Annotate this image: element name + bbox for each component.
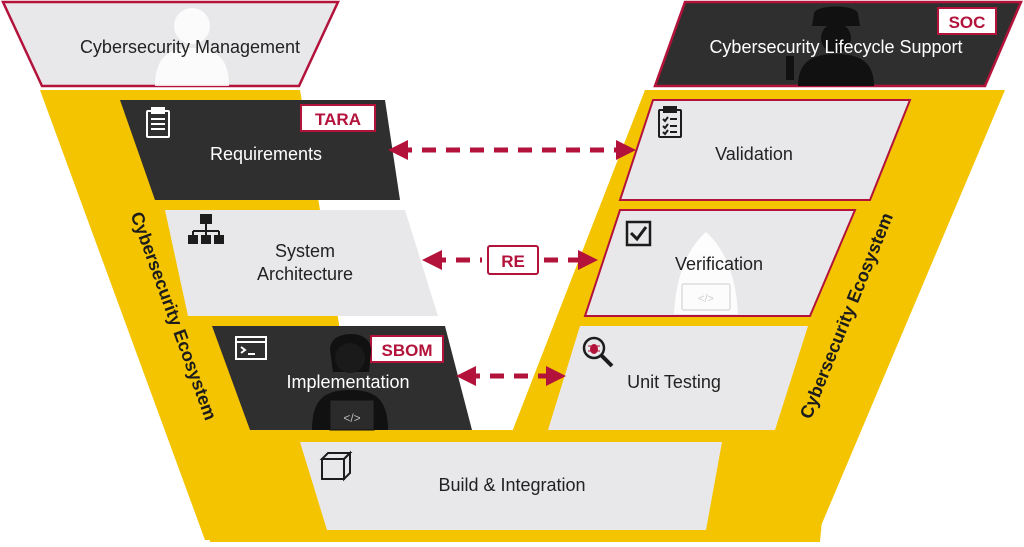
worker-silhouette-icon (786, 6, 874, 86)
cube-icon (319, 450, 353, 482)
unit-testing-label: Unit Testing (627, 372, 721, 392)
management-box (1, 0, 340, 88)
lifecycle-label: Cybersecurity Lifecycle Support (709, 37, 962, 57)
requirements-label: Requirements (210, 144, 322, 164)
terminal-icon (235, 336, 267, 360)
checklist-icon (658, 106, 682, 138)
verification-label: Verification (675, 254, 763, 274)
sbom-badge-bg (370, 335, 444, 363)
architecture-box (165, 210, 438, 316)
svg-text:</>: </> (343, 411, 360, 425)
architecture-label-line2: Architecture (257, 264, 353, 284)
validation-box (618, 99, 912, 201)
validation-label: Validation (715, 144, 793, 164)
checkbox-icon (625, 220, 652, 247)
management-label: Cybersecurity Management (80, 37, 300, 57)
manager-silhouette-icon (155, 8, 229, 86)
developer-silhouette-icon: </> (312, 334, 388, 431)
tara-badge-bg (300, 104, 376, 132)
tara-badge: TARA (315, 110, 361, 129)
code-rocket-silhouette-icon: </> (674, 232, 738, 314)
architecture-label-line1: System (275, 241, 335, 261)
soc-badge: SOC (949, 13, 986, 32)
sbom-badge: SBOM (382, 341, 433, 360)
svg-text:</>: </> (698, 293, 714, 305)
clipboard-icon (146, 107, 170, 138)
re-badge: RE (501, 252, 525, 271)
soc-badge-bg (937, 7, 997, 35)
hierarchy-icon (188, 214, 224, 244)
bug-search-icon (582, 336, 614, 368)
unit-testing-box (548, 326, 808, 430)
build-integration-label: Build & Integration (438, 475, 585, 495)
re-badge-bg (487, 245, 539, 275)
build-integration-box (300, 442, 722, 530)
implementation-label: Implementation (286, 372, 409, 392)
